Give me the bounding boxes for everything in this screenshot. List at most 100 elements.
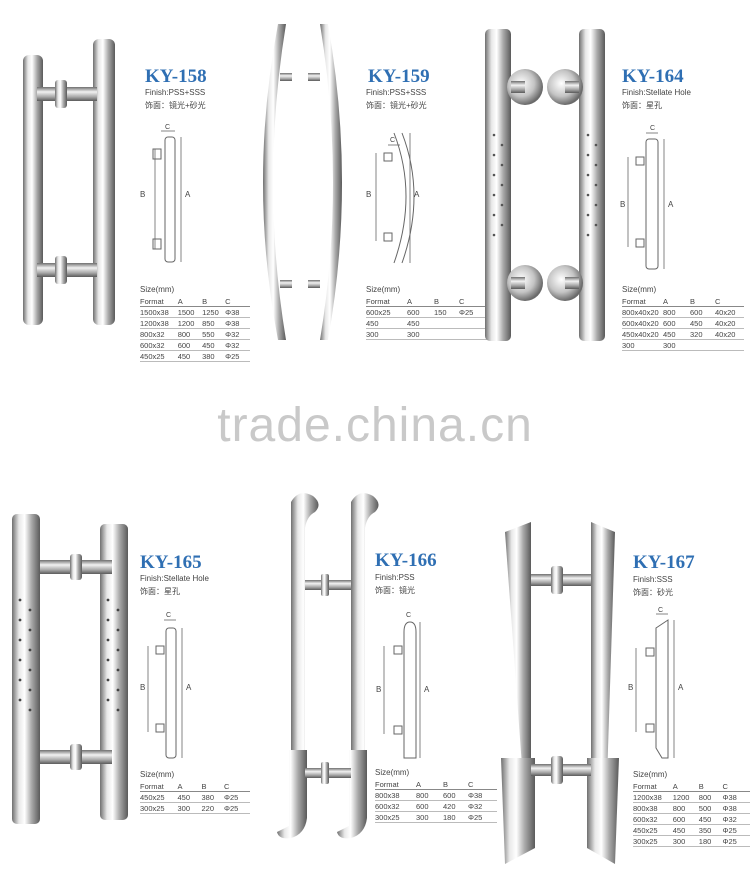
product-panel-ky-166: KY-166 Finish:PSS 饰面：镜光 B A C Size(mm) F… xyxy=(250,480,500,893)
finish-text-cn: 饰面：砂光 xyxy=(633,588,673,597)
product-panel-ky-164: KY-164 Finish:Stellate Hole 饰面：星孔 B A C … xyxy=(485,0,750,380)
handle-image xyxy=(277,493,379,839)
table-cell: 450 xyxy=(366,317,407,329)
table-cell: Φ32 xyxy=(225,328,250,340)
dimension-diagram: B A C xyxy=(140,124,191,263)
table-cell: Φ25 xyxy=(722,824,750,836)
table-cell: 1200x38 xyxy=(633,791,673,803)
table-cell: 850 xyxy=(202,317,226,329)
table-header-cell: A xyxy=(672,781,699,792)
table-header-cell: B xyxy=(443,779,468,790)
label-b: B xyxy=(140,683,145,692)
finish-text-cn: 饰面：镜光 xyxy=(375,586,415,595)
table-cell: 450 xyxy=(698,813,723,825)
table-cell: Φ25 xyxy=(722,835,750,847)
finish-text: Finish:PSS xyxy=(375,573,415,582)
table-cell: 1200 xyxy=(177,317,203,329)
product-code: KY-165 xyxy=(140,552,202,573)
table-cell: 320 xyxy=(690,328,715,340)
table-cell: 40x20 xyxy=(715,328,744,340)
table-header-cell: B xyxy=(690,296,715,307)
table-cell xyxy=(434,328,459,340)
table-cell: 1200x38 xyxy=(140,317,178,329)
size-title: Size(mm) xyxy=(366,285,401,294)
table-cell: 450 xyxy=(177,791,202,803)
table-cell: 600 xyxy=(407,306,434,318)
finish-text-cn: 饰面：星孔 xyxy=(140,587,180,596)
table-cell: 180 xyxy=(443,811,468,823)
table-cell: 380 xyxy=(202,350,226,362)
label-c: C xyxy=(658,607,663,614)
table-cell: 600x25 xyxy=(366,306,407,318)
finish-text: Finish:Stellate Hole xyxy=(140,574,209,583)
table-cell xyxy=(459,317,488,329)
table-cell: 800 xyxy=(416,789,443,801)
dimension-diagram: B A C xyxy=(628,607,684,759)
table-cell: 220 xyxy=(201,802,225,814)
table-cell xyxy=(459,328,488,340)
table-cell: 600 xyxy=(672,813,699,825)
table-header-cell: A xyxy=(416,779,443,790)
label-a: A xyxy=(668,200,674,209)
handle-image xyxy=(23,39,115,325)
table-cell: Φ38 xyxy=(468,789,497,801)
product-code: KY-166 xyxy=(375,550,437,571)
table-header-cell: C xyxy=(722,781,750,792)
table-cell: Φ38 xyxy=(225,306,250,318)
table-cell: Φ38 xyxy=(722,802,750,814)
table-cell: Φ38 xyxy=(722,791,750,803)
table-header-cell: B xyxy=(434,296,459,307)
table-cell: 40x20 xyxy=(715,317,744,329)
table-cell: 800 xyxy=(672,802,699,814)
product-code: KY-167 xyxy=(633,552,695,573)
table-cell: 450 xyxy=(177,350,203,362)
table-cell: 1500x38 xyxy=(140,306,178,318)
size-title: Size(mm) xyxy=(140,770,175,779)
table-cell: 420 xyxy=(443,800,468,812)
finish-text: Finish:PSS+SSS xyxy=(145,88,206,97)
dimension-diagram: B A C xyxy=(376,612,430,759)
dimension-diagram: B A C xyxy=(140,612,192,759)
table-header-cell: A xyxy=(177,296,203,307)
table-cell: 600x32 xyxy=(140,339,178,351)
size-title: Size(mm) xyxy=(375,768,410,777)
table-header-cell: B xyxy=(698,781,723,792)
finish-text: Finish:SSS xyxy=(633,575,673,584)
table-cell: 300 xyxy=(622,339,663,351)
table-cell: 600x32 xyxy=(375,800,416,812)
table-cell: 500 xyxy=(698,802,723,814)
label-b: B xyxy=(376,685,381,694)
label-b: B xyxy=(620,200,625,209)
table-cell: 800x38 xyxy=(633,802,673,814)
table-header-cell: A xyxy=(177,781,202,792)
table-cell: 600 xyxy=(177,339,203,351)
table-header-cell: A xyxy=(663,296,690,307)
table-cell: 800x40x20 xyxy=(622,306,663,318)
label-b: B xyxy=(140,190,145,199)
table-header-cell: Format xyxy=(366,296,407,307)
table-cell: 300 xyxy=(663,339,690,351)
table-cell: Φ25 xyxy=(468,811,497,823)
table-cell: 380 xyxy=(201,791,225,803)
table-cell: 300 xyxy=(177,802,202,814)
table-header-cell: Format xyxy=(633,781,673,792)
table-header-cell: A xyxy=(407,296,434,307)
dimension-diagram: B A C xyxy=(366,132,420,264)
